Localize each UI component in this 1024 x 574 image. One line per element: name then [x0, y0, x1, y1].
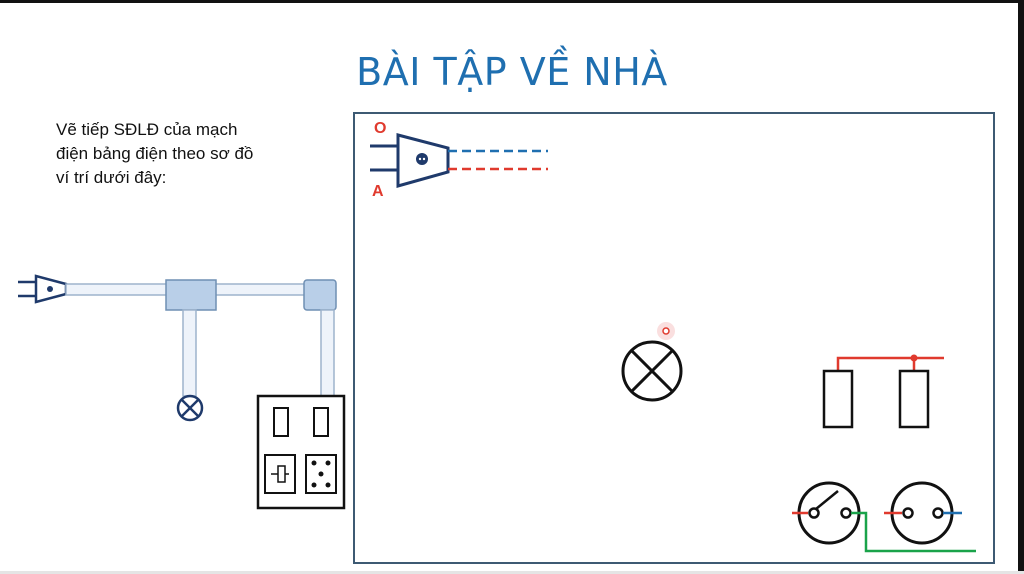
small-lamp-icon — [176, 394, 204, 422]
switch-icon — [264, 454, 296, 494]
instruction-line-1: Vẽ tiếp SĐLĐ của mạch — [56, 120, 238, 139]
t-junction-box — [165, 279, 217, 311]
socket-icon — [305, 454, 337, 494]
exercise-instruction: Vẽ tiếp SĐLĐ của mạch điện bảng điện the… — [56, 118, 316, 190]
elbow-junction — [303, 279, 337, 311]
instruction-line-2: điện bảng điện theo sơ đồ — [56, 144, 254, 163]
instruction-line-3: ví trí dưới đây: — [56, 168, 167, 187]
power-plug-icon — [370, 133, 450, 188]
electric-panel-board — [256, 394, 346, 510]
position-diagram — [18, 274, 346, 510]
drawing-area-frame — [353, 112, 995, 564]
fuse-icon — [313, 407, 329, 437]
page-title: BÀI TẬP VỀ NHÀ — [356, 50, 668, 94]
pointer-highlight-icon — [657, 322, 675, 340]
fuse-icon — [273, 407, 289, 437]
socket-symbol-icon — [884, 481, 962, 545]
top-frame-border — [0, 0, 1024, 3]
neutral-wire-label: O — [374, 120, 387, 137]
fuse-assembly — [822, 354, 944, 429]
bottom-frame-border — [0, 571, 1024, 574]
small-plug-icon — [18, 274, 68, 304]
fuse-icon — [822, 369, 854, 429]
lamp-icon — [621, 340, 683, 402]
fuse-icon — [898, 369, 930, 429]
right-frame-border — [1018, 0, 1024, 574]
lamp-conduit — [182, 309, 197, 397]
phase-wire-label: A — [372, 183, 384, 200]
switch-symbol-icon — [792, 481, 976, 553]
board-conduit — [320, 309, 335, 397]
